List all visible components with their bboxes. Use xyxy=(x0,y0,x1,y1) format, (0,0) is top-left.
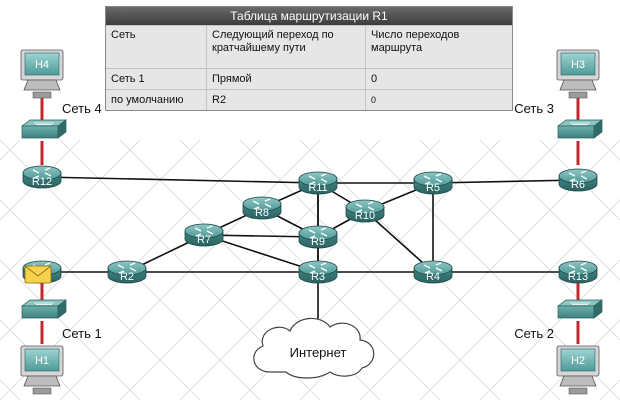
router-arrows-icon xyxy=(117,262,137,274)
link-line xyxy=(364,210,434,273)
router-arrows-icon xyxy=(355,201,375,213)
routing-table-title: Таблица маршрутизации R1 xyxy=(106,7,512,25)
router-arrows-icon xyxy=(252,198,272,210)
router-label: R7 xyxy=(197,234,211,246)
host-label: H2 xyxy=(571,355,585,367)
row-hop-count: 0 xyxy=(365,69,512,89)
switch[interactable] xyxy=(20,119,68,139)
host-label: H4 xyxy=(35,59,49,71)
header-next-hop: Следующий переход по кратчайшему пути xyxy=(206,26,365,68)
network-labels: Сеть 4 Сеть 3 Сеть 1 Сеть 2 xyxy=(62,101,554,341)
router-label: R8 xyxy=(255,207,269,219)
router-label: R2 xyxy=(120,271,134,283)
switch[interactable] xyxy=(20,299,68,319)
router-r10[interactable]: R10 xyxy=(345,199,385,223)
router-label: R13 xyxy=(568,271,588,283)
router-label: R5 xyxy=(426,182,440,194)
envelope-icon xyxy=(24,265,52,284)
row-network: Сеть 1 xyxy=(111,73,145,85)
host-h1[interactable]: H1 xyxy=(20,345,64,395)
router-arrows-icon xyxy=(568,262,588,274)
router-arrows-icon xyxy=(194,225,214,237)
router-r2[interactable]: R2 xyxy=(107,260,147,284)
internet-cloud: Интернет xyxy=(253,317,375,379)
row-network: по умолчанию xyxy=(111,94,184,106)
network-label: Сеть 4 xyxy=(62,101,102,116)
router-label: R12 xyxy=(32,176,52,188)
row-next-hop: Прямой xyxy=(206,69,365,89)
switch[interactable] xyxy=(556,119,604,139)
router-r6[interactable]: R6 xyxy=(558,168,598,192)
router-arrows-icon xyxy=(423,173,443,185)
router-r7[interactable]: R7 xyxy=(184,223,224,247)
header-network: Сеть xyxy=(111,29,136,41)
link-line xyxy=(432,179,579,184)
routing-table: Таблица маршрутизации R1 Сеть Следующий … xyxy=(105,6,513,111)
row-next-hop: R2 xyxy=(206,90,365,110)
switch[interactable] xyxy=(556,299,604,319)
router-arrows-icon xyxy=(568,170,588,182)
link-lines xyxy=(41,176,579,340)
router-r13[interactable]: R13 xyxy=(558,260,598,284)
host-h3[interactable]: H3 xyxy=(556,49,600,99)
router-r12[interactable]: R12 xyxy=(22,165,62,189)
table-row: по умолчанию R2 0 xyxy=(106,89,512,110)
network-label: Сеть 1 xyxy=(62,326,102,341)
router-label: R6 xyxy=(571,179,585,191)
switches xyxy=(20,119,604,319)
internet-label: Интернет xyxy=(290,345,347,360)
router-label: R11 xyxy=(308,182,327,194)
router-r5[interactable]: R5 xyxy=(413,171,453,195)
link-line xyxy=(203,234,319,273)
router-r3[interactable]: R3 xyxy=(298,260,338,284)
host-h2[interactable]: H2 xyxy=(556,345,600,395)
router-arrows-icon xyxy=(423,262,443,274)
row-hop-count: 0 xyxy=(365,90,512,110)
router-r4[interactable]: R4 xyxy=(413,260,453,284)
router-r8[interactable]: R8 xyxy=(242,196,282,220)
router-r11[interactable]: R11 xyxy=(298,171,338,195)
router-arrows-icon xyxy=(308,173,328,185)
router-r9[interactable]: R9 xyxy=(298,225,338,249)
router-label: R9 xyxy=(311,236,325,248)
router-arrows-icon xyxy=(308,262,328,274)
router-arrows-icon xyxy=(308,227,328,239)
router-label: R3 xyxy=(311,271,325,283)
router-arrows-icon xyxy=(32,167,52,179)
host-label: H1 xyxy=(35,355,49,367)
link-line xyxy=(41,176,319,184)
host-label: H3 xyxy=(571,59,585,71)
table-header-row: Сеть Следующий переход по кратчайшему пу… xyxy=(106,25,512,68)
network-label: Сеть 2 xyxy=(514,326,554,341)
router-label: R10 xyxy=(355,210,375,222)
header-hop-count: Число переходов маршрута xyxy=(365,26,512,68)
table-row: Сеть 1 Прямой 0 xyxy=(106,68,512,89)
host-h4[interactable]: H4 xyxy=(20,49,64,99)
router-label: R4 xyxy=(426,271,440,283)
network-label: Сеть 3 xyxy=(514,101,554,116)
